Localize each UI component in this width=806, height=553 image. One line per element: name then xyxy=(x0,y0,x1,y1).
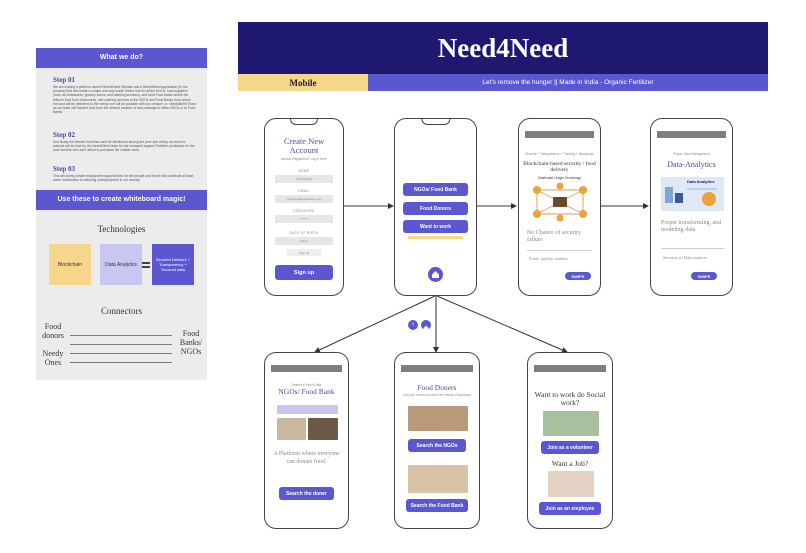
dob-field[interactable]: Select xyxy=(275,237,333,245)
connector-line-3 xyxy=(70,353,172,354)
blockchain-title: Blockchain-based security / food deliver… xyxy=(523,161,596,173)
mobile-label: Mobile xyxy=(238,74,368,91)
ngos-eyebrow: Search & Fetch Data xyxy=(291,383,322,387)
donor-photo-2 xyxy=(408,465,468,493)
step-3-text: This will surely create employment oppor… xyxy=(53,174,194,183)
ngos-description: A Platform where everyone can donate foo… xyxy=(273,451,340,465)
menu-screen: NGOs/ Food Bank Food Donors Want to work xyxy=(394,118,477,296)
name-label: NAME xyxy=(298,169,310,173)
status-bar xyxy=(271,365,342,372)
ngos-food-bank-button[interactable]: NGOs/ Food Bank xyxy=(403,183,468,196)
password-label: PASSWORD xyxy=(293,209,315,213)
phone-notch xyxy=(420,119,451,125)
employee-photo xyxy=(548,471,594,497)
food-quality-text: Food- quality matters xyxy=(529,256,568,261)
equals-line-bottom xyxy=(142,266,150,268)
needy-ones-label: Needy Ones xyxy=(42,349,64,367)
what-we-do-panel: What we do? Step 01 We are making a plat… xyxy=(36,48,207,380)
data-analytics-note: Data Analytics xyxy=(100,244,142,285)
job-title: Want a Job? xyxy=(551,459,589,468)
want-to-work-button[interactable]: Want to work xyxy=(403,220,468,233)
signup-title: Create New Account xyxy=(283,136,325,155)
donor-photo-1 xyxy=(408,406,468,431)
signup-button[interactable]: Sign up xyxy=(275,265,333,280)
search-doner-button[interactable]: Search the doner xyxy=(279,487,334,500)
connectors-title: Connectors xyxy=(101,306,142,316)
tagline-bar: Let's remove the hunger || Made in India… xyxy=(368,74,768,91)
analytics-illustration-title: Data Analytics xyxy=(687,179,715,184)
food-banks-label: Food Banks/ NGOs xyxy=(179,329,203,356)
food-photo-1 xyxy=(277,418,306,440)
donors-screen: Food Doners Let your extra food reach th… xyxy=(394,352,480,529)
login-link[interactable]: Already Registered? Log in here. xyxy=(280,157,328,161)
email-field[interactable]: hello@reallygreatsite.com xyxy=(275,195,333,203)
accent-bar xyxy=(408,236,463,239)
donors-title: Food Doners xyxy=(417,383,457,392)
what-we-do-header: What we do? xyxy=(36,48,207,68)
search-ngos-button[interactable]: Search the NGOs xyxy=(408,439,466,452)
join-volunteer-button[interactable]: Join as a volunteer xyxy=(541,441,599,454)
status-bar xyxy=(534,365,606,372)
work-screen: Want to work do Social work? Join as a v… xyxy=(527,352,613,529)
data-security-text: Security of Data matters xyxy=(663,255,707,260)
modeling-text: Proper transforming, and modeling data xyxy=(661,220,722,233)
password-field[interactable]: ****** xyxy=(275,215,333,223)
app-title-banner: Need4Need xyxy=(238,22,768,74)
analytics-illustration: Data Analytics xyxy=(661,177,724,211)
connector-line-4 xyxy=(70,362,172,363)
home-icon[interactable] xyxy=(428,267,443,282)
step-3-title: Step 03 xyxy=(53,165,75,173)
swipe-button[interactable]: SWIPE xyxy=(565,272,591,280)
ngos-title: NGOs/ Food Bank xyxy=(278,387,335,396)
join-employee-button[interactable]: Join as an employee xyxy=(539,502,601,515)
status-bar xyxy=(401,365,473,372)
ledger-network-graphic xyxy=(527,182,593,222)
analytics-title: Data-Analytics xyxy=(667,160,716,169)
blockchain-note: Blockchain xyxy=(49,244,91,285)
home-nav-icon[interactable] xyxy=(421,320,431,331)
technologies-title: Technologies xyxy=(97,224,146,234)
swipe-button[interactable]: SWIPE xyxy=(691,272,717,280)
arrow-menu-to-ngos xyxy=(314,295,436,353)
arrow-menu-to-work xyxy=(436,295,568,353)
phone-notch xyxy=(289,119,319,125)
status-bar xyxy=(657,131,726,138)
ngos-screen: Search & Fetch Data NGOs/ Food Bank A Pl… xyxy=(264,352,349,529)
dob-label: DATE OF BIRTH xyxy=(289,231,319,235)
analytics-screen: Proper Data Management Data-Analytics Da… xyxy=(650,118,733,296)
connector-line-2 xyxy=(70,344,172,345)
blockchain-screen: Security + Transparency + Tracking + Blo… xyxy=(518,118,601,296)
food-donors-label: Food donors xyxy=(42,322,64,340)
equals-line-top xyxy=(142,262,150,264)
food-donors-button[interactable]: Food Donors xyxy=(403,202,468,215)
name-field[interactable]: Jiara Martins xyxy=(275,175,333,183)
analytics-breadcrumb: Proper Data Management xyxy=(673,152,710,156)
connector-line-1 xyxy=(70,335,172,336)
donors-subtitle: Let your extra food reach the needy of s… xyxy=(403,393,471,397)
blockchain-breadcrumb: Security + Transparency + Tracking + Blo… xyxy=(524,152,595,156)
signup-link[interactable]: Sign up xyxy=(287,249,321,256)
email-label: EMAIL xyxy=(298,189,310,193)
step-2-text: And finally the leftover food that can't… xyxy=(53,140,195,153)
secured-network-note: Secured Network + Transparency + Secured… xyxy=(152,244,194,285)
security-failure-text: No Chance of security failure xyxy=(527,230,581,243)
volunteer-photo xyxy=(543,411,599,436)
step-1-text: We are making a platform named Need4Need… xyxy=(53,85,196,115)
social-work-title: Want to work do Social work? xyxy=(534,390,606,407)
food-photo-2 xyxy=(308,418,338,440)
divider xyxy=(527,250,592,251)
ngos-banner-image xyxy=(277,405,338,414)
back-arrow-icon[interactable]: ‹ xyxy=(408,320,418,330)
step-2-title: Step 02 xyxy=(53,131,75,139)
divider xyxy=(661,248,724,249)
whiteboard-cta: Use these to create whiteboard magic! xyxy=(36,190,207,210)
search-food-bank-button[interactable]: Search the Food Bank xyxy=(406,499,468,512)
step-1-title: Step 01 xyxy=(53,76,75,84)
status-bar xyxy=(525,131,594,138)
dlt-caption: Distributed Ledger Technology xyxy=(538,176,581,180)
signup-screen: Create New Account Already Registered? L… xyxy=(264,118,344,296)
